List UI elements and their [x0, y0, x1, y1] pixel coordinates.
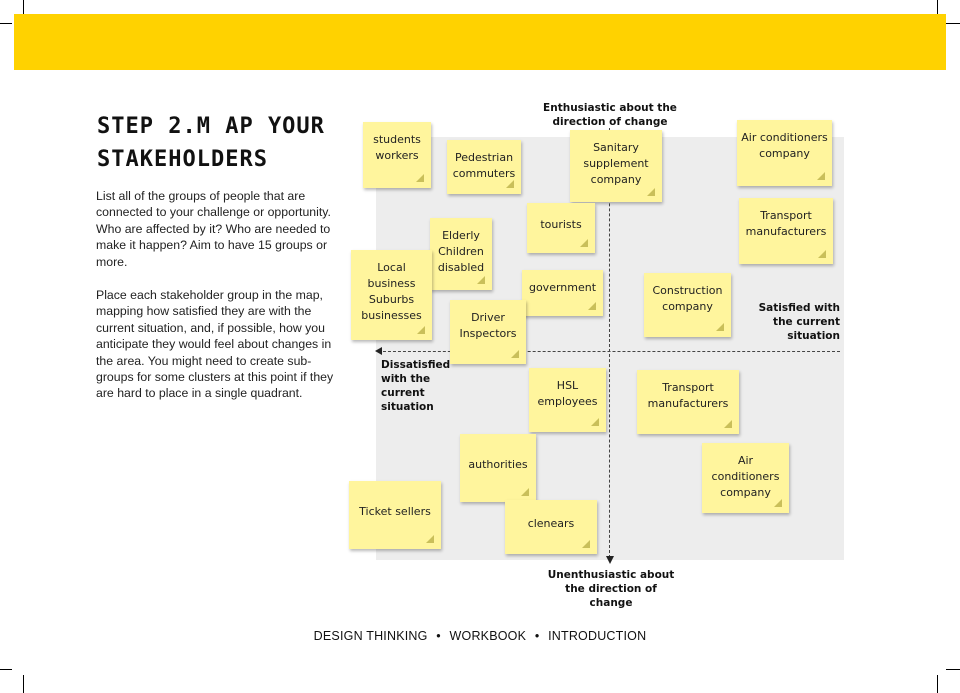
- fold-corner-icon: [818, 250, 826, 258]
- fold-corner-icon: [416, 174, 424, 182]
- note-text: Air conditioners company: [741, 131, 828, 160]
- sticky-note-transport-manufacturers-bottom: Transport manufacturers: [637, 370, 739, 434]
- note-text: Ticket sellers: [359, 505, 431, 518]
- note-text: Driver Inspectors: [459, 311, 517, 340]
- note-text: Transport manufacturers: [745, 209, 827, 238]
- sticky-note-pedestrian-commuters: Pedestrian commuters: [447, 140, 521, 194]
- sticky-note-construction-company: Construction company: [644, 273, 731, 337]
- note-text: Local business Suburbs businesses: [361, 261, 422, 322]
- fold-corner-icon: [477, 276, 485, 284]
- footer-right: INTRODUCTION: [548, 629, 647, 643]
- note-text: students workers: [373, 133, 421, 162]
- axis-label-left: Dissatisfied with the current situation: [381, 359, 451, 413]
- sticky-note-driver-inspectors: Driver Inspectors: [450, 300, 526, 364]
- sticky-note-tourists: tourists: [527, 203, 595, 253]
- note-text: tourists: [540, 218, 582, 231]
- fold-corner-icon: [647, 188, 655, 196]
- fold-corner-icon: [506, 180, 514, 188]
- fold-corner-icon: [582, 540, 590, 548]
- sticky-note-government: government: [522, 270, 603, 316]
- fold-corner-icon: [521, 488, 529, 496]
- fold-corner-icon: [417, 326, 425, 334]
- axis-label-right: Satisfied with the current situation: [758, 302, 840, 342]
- fold-corner-icon: [580, 239, 588, 247]
- crop-mark: [937, 0, 938, 18]
- fold-corner-icon: [724, 420, 732, 428]
- note-text: clenears: [527, 517, 575, 530]
- intro-paragraph-2: Place each stakeholder group in the map,…: [96, 288, 334, 401]
- footer-separator: •: [436, 629, 441, 643]
- intro-paragraph-1: List all of the groups of people that ar…: [96, 189, 331, 269]
- footer-separator: •: [534, 629, 540, 643]
- sticky-note-authorities: authorities: [460, 434, 536, 502]
- page-title-line-2: STAKEHOLDERS: [97, 147, 268, 172]
- crop-mark: [23, 0, 24, 18]
- crop-mark: [937, 675, 938, 693]
- page-footer: DESIGN THINKING • WORKBOOK • INTRODUCTIO…: [0, 629, 960, 643]
- fold-corner-icon: [426, 535, 434, 543]
- note-text: Transport manufacturers: [647, 381, 729, 410]
- footer-middle: WORKBOOK: [449, 629, 527, 643]
- sticky-note-hsl-employees: HSL employees: [529, 368, 606, 432]
- sticky-note-local-business: Local business Suburbs businesses: [351, 250, 432, 340]
- sticky-note-ticket-sellers: Ticket sellers: [349, 481, 441, 549]
- axis-label-bottom: Unenthusiastic about the direction of ch…: [547, 569, 675, 609]
- sticky-note-air-conditioners-bottom: Air conditioners company: [702, 443, 789, 513]
- fold-corner-icon: [511, 350, 519, 358]
- fold-corner-icon: [588, 302, 596, 310]
- fold-corner-icon: [774, 499, 782, 507]
- note-text: Pedestrian commuters: [452, 151, 516, 180]
- fold-corner-icon: [817, 172, 825, 180]
- sticky-note-transport-manufacturers-top: Transport manufacturers: [739, 198, 833, 264]
- header-banner: [14, 14, 946, 70]
- footer-left: DESIGN THINKING: [313, 629, 428, 643]
- sticky-note-air-conditioners-top: Air conditioners company: [737, 120, 832, 186]
- arrow-left-icon: [375, 347, 382, 355]
- note-text: Construction company: [652, 284, 723, 313]
- page-title-line-1: STEP 2.M AP YOUR: [97, 114, 325, 139]
- note-text: HSL employees: [537, 379, 598, 408]
- fold-corner-icon: [591, 418, 599, 426]
- sticky-note-students-workers: students workers: [363, 122, 431, 188]
- arrow-down-icon: [606, 556, 614, 564]
- sticky-note-elderly-children-disabled: Elderly Children disabled: [430, 218, 492, 290]
- fold-corner-icon: [716, 323, 724, 331]
- note-text: Sanitary supplement company: [583, 141, 649, 186]
- note-text: government: [528, 281, 597, 294]
- crop-mark: [0, 23, 12, 24]
- crop-mark: [0, 669, 12, 670]
- sticky-note-clenears: clenears: [505, 500, 597, 554]
- crop-mark: [23, 675, 24, 693]
- enthusiasm-axis: [609, 128, 610, 558]
- axis-label-top: Enthusiastic about the direction of chan…: [543, 102, 677, 128]
- note-text: Air conditioners company: [711, 454, 780, 499]
- note-text: Elderly Children disabled: [437, 229, 485, 274]
- sticky-note-sanitary-supplement: Sanitary supplement company: [570, 130, 662, 202]
- crop-mark: [946, 23, 960, 24]
- crop-mark: [946, 669, 960, 670]
- page-title: STEP 2.M AP YOUR STAKEHOLDERS: [97, 110, 347, 176]
- note-text: authorities: [468, 458, 528, 471]
